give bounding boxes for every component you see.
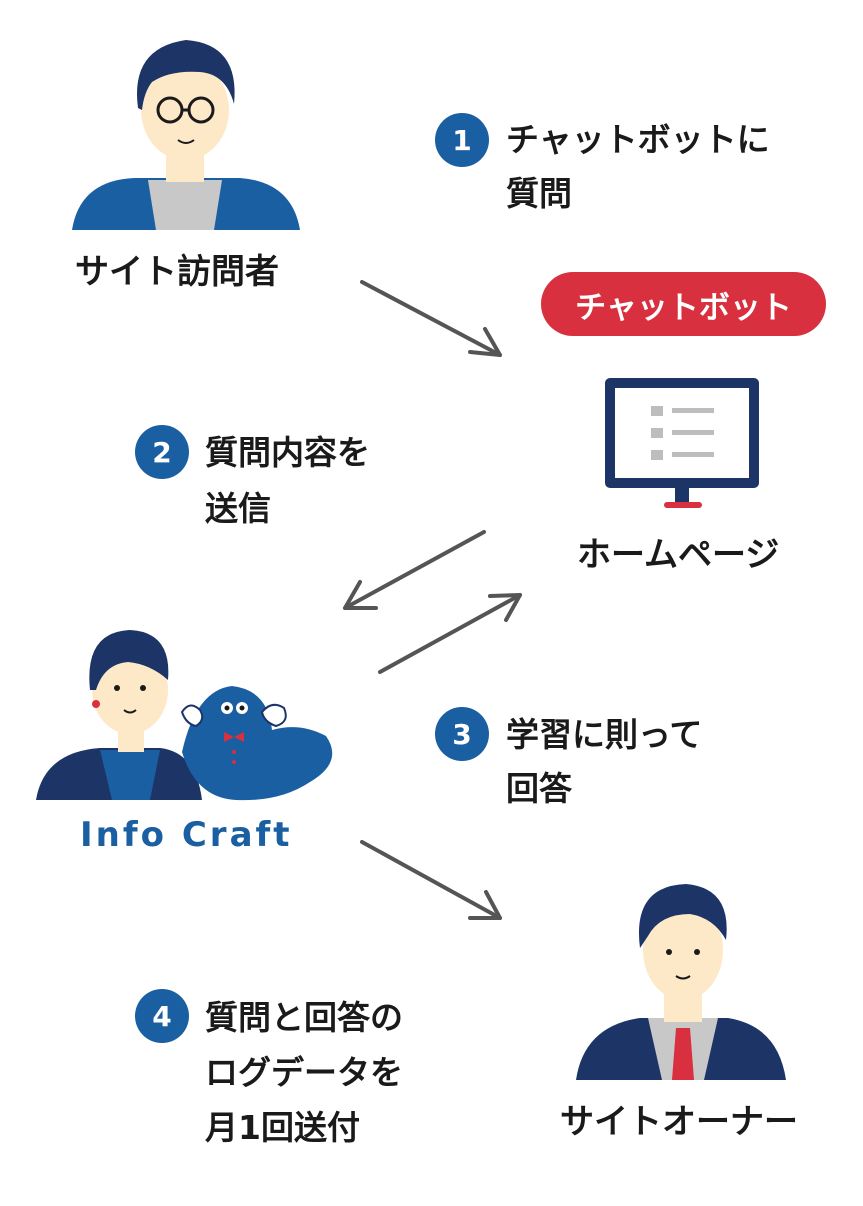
arrow-homepage-to-infocraft [343,530,486,610]
step-4-text-line3: 月1回送付 [205,1108,360,1147]
step-3-text-line1: 学習に則って [506,715,703,754]
step-2-text-line2: 送信 [205,489,271,528]
arrow-infocraft-to-owner [360,840,502,920]
step-2-badge: 2 [135,425,189,479]
step-1-text-line2: 質問 [506,174,572,213]
step-3-text-line2: 回答 [506,769,572,808]
arrow-infocraft-to-homepage [378,593,522,674]
step-1-badge: 1 [435,113,489,167]
step-3-badge: 3 [435,707,489,761]
arrow-visitor-to-homepage [360,280,502,357]
step-4-text-line1: 質問と回答の [205,998,403,1037]
infocraft-logo-text: Info Craft [80,815,293,855]
homepage-label: ホームページ [577,535,780,575]
step-1-text-line1: チャットボットに [506,120,770,159]
step-4-badge: 4 [135,989,189,1043]
chatbot-badge: チャットボット [541,272,826,336]
owner-label: サイトオーナー [560,1102,798,1142]
step-4-text-line2: ログデータを [205,1053,403,1092]
step-2-text-line1: 質問内容を [205,433,370,472]
visitor-label: サイト訪問者 [75,252,279,292]
